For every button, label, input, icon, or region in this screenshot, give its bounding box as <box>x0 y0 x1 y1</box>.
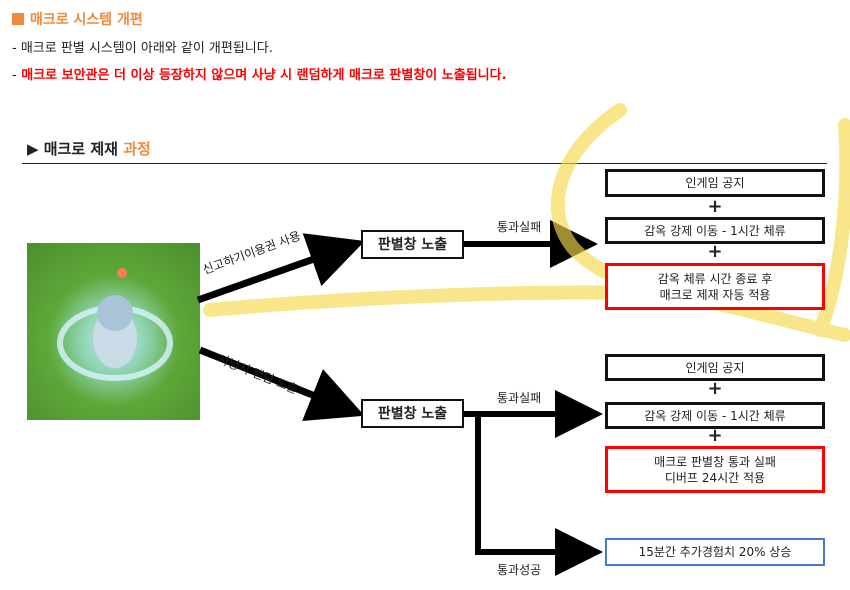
result-exp-bonus: 15분간 추가경험치 20% 상승 <box>605 538 825 566</box>
result-sanction: 감옥 체류 시간 종료 후 매크로 제재 자동 적용 <box>605 263 825 310</box>
header-title-text: 매크로 시스템 개편 <box>30 12 143 28</box>
arrow-branch-bottom <box>463 411 481 552</box>
result-jail: 감옥 강제 이동 - 1시간 체류 <box>605 402 825 429</box>
section-title-orange: 과정 <box>123 140 151 158</box>
header-title: 매크로 시스템 개편 <box>12 9 143 29</box>
result-ingame-notice: 인게임 공지 <box>605 354 825 381</box>
success-label: 통과성공 <box>497 563 542 577</box>
fail-label-top: 통과실패 <box>497 220 542 234</box>
warning-text: 매크로 보안관은 더 이상 등장하지 않으며 사냥 시 랜덤하게 매크로 판별창… <box>21 68 507 83</box>
divider <box>22 163 827 164</box>
plus-icon: + <box>707 196 723 217</box>
arrow-top-branch <box>196 233 365 304</box>
arrow-bottom-branch <box>198 346 365 421</box>
result-ingame-notice: 인게임 공지 <box>605 169 825 197</box>
judge-window-bottom: 판별창 노출 <box>361 399 464 428</box>
square-icon <box>12 13 24 25</box>
notice-line-warning: - 매크로 보안관은 더 이상 등장하지 않으며 사냥 시 랜덤하게 매크로 판… <box>12 64 507 83</box>
monster-figure <box>57 268 173 381</box>
section-title-black: ▶ 매크로 제재 <box>27 140 124 158</box>
notice-line: - 매크로 판별 시스템이 아래와 같이 개편됩니다. <box>12 41 273 56</box>
section-title: ▶ 매크로 제재 과정 <box>27 138 151 159</box>
result-jail: 감옥 강제 이동 - 1시간 체류 <box>605 217 825 244</box>
judge-window-top: 판별창 노출 <box>361 230 464 259</box>
plus-icon: + <box>707 241 723 262</box>
plus-icon: + <box>707 425 723 446</box>
plus-icon: + <box>707 378 723 399</box>
dash: - <box>12 68 17 83</box>
result-debuff: 매크로 판별창 통과 실패 디버프 24시간 적용 <box>605 446 825 493</box>
monster-image <box>27 243 200 420</box>
fail-label-bottom: 통과실패 <box>497 391 542 405</box>
